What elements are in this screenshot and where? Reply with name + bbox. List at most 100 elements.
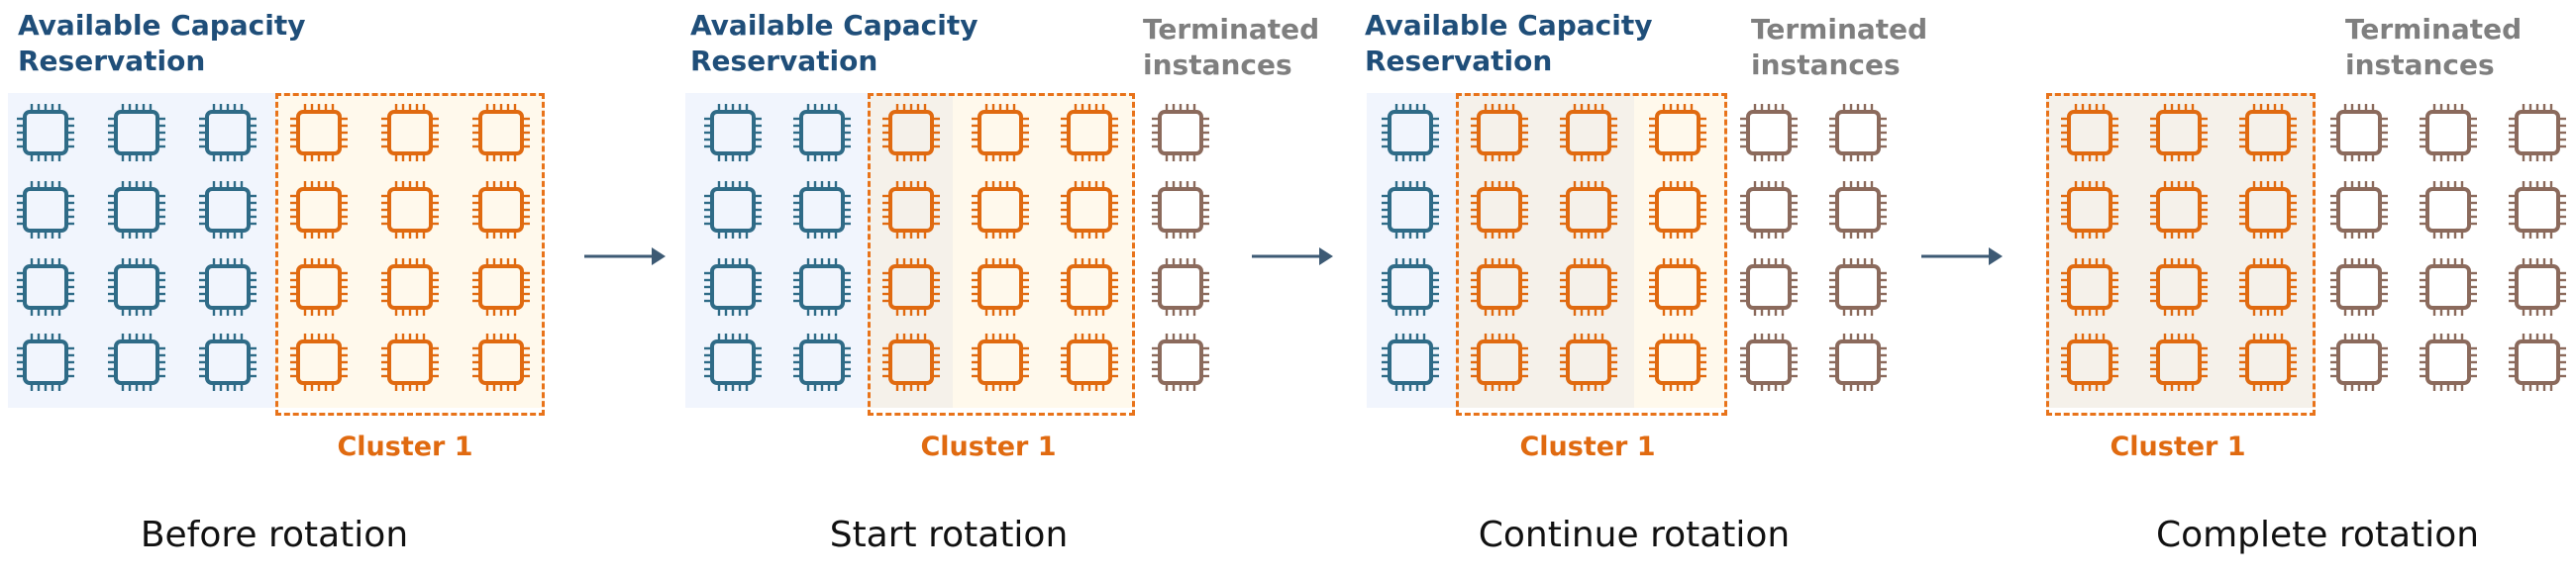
cpu-chip-icon-capacity (793, 258, 851, 316)
cpu-chip-icon-terminated (2509, 104, 2566, 161)
cpu-chip-icon-cluster (381, 334, 439, 391)
stage3-caption: Continue rotation (1478, 515, 1791, 555)
cpu-chip-icon-cluster (290, 181, 348, 239)
cpu-chip-icon-capacity (1382, 258, 1439, 316)
cpu-chip-icon-capacity (704, 334, 762, 391)
cpu-chip-icon-capacity (108, 104, 165, 161)
stage2-cluster-label: Cluster 1 (920, 432, 1057, 462)
cpu-chip-icon-capacity (108, 181, 165, 239)
cpu-chip-icon-terminated (2330, 104, 2388, 161)
cpu-chip-icon-cluster (1560, 181, 1617, 239)
stage1-capacity-panel (8, 93, 275, 408)
cpu-chip-icon-capacity (199, 258, 257, 316)
cpu-chip-icon-capacity (17, 258, 74, 316)
cpu-chip-icon-capacity (108, 258, 165, 316)
cpu-chip-icon-terminated (2420, 104, 2477, 161)
cpu-chip-icon-cluster (882, 258, 940, 316)
cpu-chip-icon-cluster (2061, 334, 2118, 391)
cpu-chip-icon-cluster (1061, 258, 1118, 316)
cpu-chip-icon-cluster (290, 258, 348, 316)
cpu-chip-icon-capacity (1382, 334, 1439, 391)
cpu-chip-icon-cluster (381, 258, 439, 316)
cpu-chip-icon-cluster (1560, 258, 1617, 316)
cpu-chip-icon-cluster (290, 334, 348, 391)
cpu-chip-icon-cluster (2239, 258, 2297, 316)
cpu-chip-icon-cluster (882, 104, 940, 161)
cpu-chip-icon-terminated (1152, 104, 1209, 161)
cpu-chip-icon-cluster (882, 181, 940, 239)
stage1-caption: Before rotation (140, 515, 409, 555)
cpu-chip-icon-terminated (2420, 258, 2477, 316)
cpu-chip-icon-capacity (199, 181, 257, 239)
cpu-chip-icon-terminated (1152, 258, 1209, 316)
stage1-cluster-box (275, 93, 545, 416)
cpu-chip-icon-terminated (1740, 334, 1798, 391)
stage4-cluster-panel-alt (2046, 93, 2316, 408)
stage3-cluster-box (1456, 93, 1727, 416)
cpu-chip-icon-cluster (2150, 104, 2208, 161)
cpu-chip-icon-capacity (704, 181, 762, 239)
cpu-chip-icon-terminated (1152, 334, 1209, 391)
cpu-chip-icon-cluster (2239, 334, 2297, 391)
cpu-chip-icon-capacity (1382, 104, 1439, 161)
cpu-chip-icon-terminated (2420, 334, 2477, 391)
cpu-chip-icon-cluster (472, 334, 530, 391)
cpu-chip-icon-cluster (1649, 104, 1706, 161)
arrow-right-icon (1252, 247, 1333, 265)
cpu-chip-icon-terminated (1829, 181, 1887, 239)
cpu-chip-icon-capacity (17, 181, 74, 239)
cpu-chip-icon-cluster (1649, 181, 1706, 239)
cpu-chip-icon-cluster (472, 104, 530, 161)
cpu-chip-icon-cluster (2239, 104, 2297, 161)
cpu-chip-icon-terminated (1740, 181, 1798, 239)
cpu-chip-icon-cluster (2061, 258, 2118, 316)
cpu-chip-icon-cluster (972, 104, 1029, 161)
stage3-cluster-panel-alt (1456, 93, 1634, 408)
cpu-chip-icon-cluster (472, 181, 530, 239)
cpu-chip-icon-cluster (972, 258, 1029, 316)
stage1-cluster-panel (275, 93, 545, 408)
cpu-chip-icon-terminated (2330, 181, 2388, 239)
stage2-terminated-label: Terminated instances (1143, 13, 1320, 81)
cpu-chip-icon-cluster (1471, 181, 1528, 239)
stage2-cluster-panel (953, 93, 1135, 408)
cpu-chip-icon-cluster (972, 334, 1029, 391)
stage4-caption: Complete rotation (2155, 515, 2480, 555)
cpu-chip-icon-cluster (2239, 181, 2297, 239)
cpu-chip-icon-cluster (1471, 334, 1528, 391)
cpu-chip-icon-cluster (882, 334, 940, 391)
cpu-chip-icon-cluster (1649, 258, 1706, 316)
cpu-chip-icon-capacity (704, 258, 762, 316)
cpu-chip-icon-cluster (972, 181, 1029, 239)
cpu-chip-icon-cluster (290, 104, 348, 161)
arrow-right-icon (584, 247, 666, 265)
cpu-chip-icon-terminated (2509, 334, 2566, 391)
cpu-chip-icon-capacity (1382, 181, 1439, 239)
cpu-chip-icon-cluster (2061, 104, 2118, 161)
cpu-chip-icon-terminated (1740, 258, 1798, 316)
stage2-caption: Start rotation (829, 515, 1069, 555)
cpu-chip-icon-cluster (1471, 104, 1528, 161)
cpu-chip-icon-cluster (1061, 334, 1118, 391)
cpu-chip-icon-cluster (2150, 334, 2208, 391)
stage3-capacity-label: Available Capacity Reservation (1365, 9, 1653, 77)
cpu-chip-icon-capacity (704, 104, 762, 161)
cpu-chip-icon-terminated (1829, 334, 1887, 391)
stage2-capacity-label: Available Capacity Reservation (690, 9, 979, 77)
cpu-chip-icon-terminated (1740, 104, 1798, 161)
stage1-capacity-label: Available Capacity Reservation (18, 9, 306, 77)
cpu-chip-icon-capacity (793, 104, 851, 161)
cpu-chip-icon-terminated (2509, 258, 2566, 316)
arrow-right-icon (1921, 247, 2003, 265)
cpu-chip-icon-cluster (2150, 181, 2208, 239)
stage4-terminated-label: Terminated instances (2345, 13, 2523, 81)
cpu-chip-icon-capacity (199, 334, 257, 391)
cpu-chip-icon-cluster (2150, 258, 2208, 316)
cpu-chip-icon-cluster (381, 104, 439, 161)
cpu-chip-icon-terminated (2509, 181, 2566, 239)
cpu-chip-icon-cluster (1560, 104, 1617, 161)
cpu-chip-icon-terminated (2330, 334, 2388, 391)
cpu-chip-icon-cluster (1061, 104, 1118, 161)
cpu-chip-icon-capacity (793, 181, 851, 239)
